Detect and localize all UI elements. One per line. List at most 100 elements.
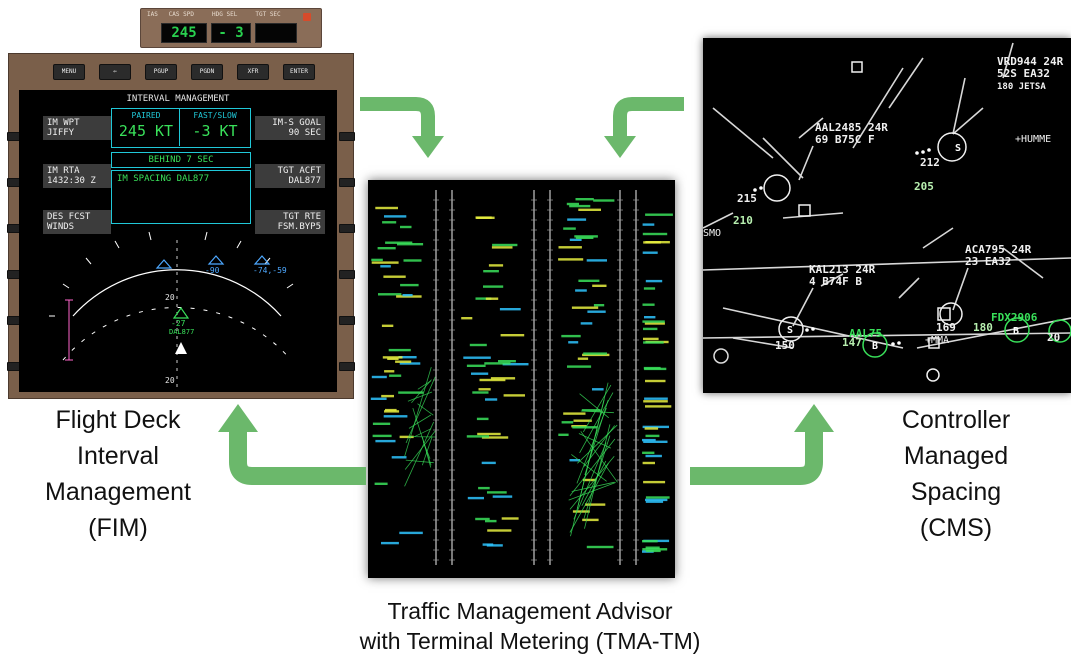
lsk-right-5[interactable] [339,316,355,325]
lsk-right-3[interactable] [339,224,355,233]
arrow-cms-to-tma [613,97,684,138]
svg-text:S: S [955,143,961,154]
tag-data: 23 EA32 [965,255,1012,268]
caption-line: Flight Deck [55,406,181,434]
field-value: JIFFY [47,128,75,138]
caption-line: Managed [903,442,1009,470]
green-aircraft-tag[interactable]: AAL75 [849,327,883,340]
menu-key[interactable]: MENU [53,64,85,80]
waypoint-label: +HUMME [1015,134,1052,145]
speed-readout: 147 [842,336,862,349]
paired-speed-value: 245 KT [118,122,174,140]
lsk-right-4[interactable] [339,270,355,279]
arrow-cms-to-tma-head [604,136,636,158]
fim-title: INTERVAL MANAGEMENT [126,94,230,104]
tag-data: 52S EA32 [997,67,1050,80]
mcp-offset-window: - 3 [211,23,251,43]
traffic-label: -90 [205,266,220,275]
caption-line: (CMS) [919,514,993,542]
field-label: IM-S GOAL [272,118,321,128]
caption-line: (FIM) [88,514,148,542]
waypoint-label: SMO [703,228,722,239]
arrow-fim-to-tma [360,97,435,138]
tma-caption: Traffic Management Advisor with Terminal… [270,596,790,656]
svg-text:B: B [872,341,878,352]
enter-key[interactable]: ENTER [283,64,315,80]
cdu-top-keys: MENU ⇐ PGUP PGDN XFR ENTER [33,64,329,82]
arrow-fim-to-tma-head [412,136,444,158]
mode-control-panel: IAS CAS SPD HDG SEL TGT SEC 245 - 3 [140,8,322,48]
svg-text:B: B [1013,326,1019,337]
speed-readout: 205 [914,180,934,193]
caption-line: Controller [901,406,1011,434]
page-up-key[interactable]: PGUP [145,64,177,80]
cms-radar-graphics: S S B B [703,42,1071,382]
caption-line: Spacing [910,478,1002,506]
lsk-right-1[interactable] [339,132,355,141]
lsk-right-2[interactable] [339,178,355,187]
arrow-tma-to-cms-head [794,404,834,432]
arrow-tma-to-cms [690,430,823,485]
tag-data: 180 JETSA [997,82,1046,92]
range-mark: 20 [165,376,175,385]
arrow-tma-to-fim-head [218,404,258,432]
page-down-key[interactable]: PGDN [191,64,223,80]
lsk-right-6[interactable] [339,362,355,371]
cms-caption: Controller Managed Spacing (CMS) [856,402,1056,546]
tag-callsign: KAL213 24R [809,263,876,276]
back-key[interactable]: ⇐ [99,64,131,80]
tag-callsign: VRD944 24R [997,55,1064,68]
altitude-readout: 215 [737,192,757,205]
field-label: TGT RTE [283,212,321,222]
behind-status: BEHIND 7 SEC [148,155,214,165]
mcp-labels: IAS CAS SPD HDG SEL TGT SEC [147,11,281,18]
caption-line: Interval [77,442,159,470]
fim-cdu-display: MENU ⇐ PGUP PGDN XFR ENTER INTERVAL MANA… [7,53,355,399]
field-value: FSM.BYP5 [277,222,321,232]
altitude-readout: 150 [775,339,795,352]
caption-line: with Terminal Metering (TMA-TM) [359,628,701,654]
speed-readout: 210 [733,214,753,227]
target-traffic-label: -27 [171,319,186,328]
field-value: WINDS [47,222,75,232]
field-label: DES FCST [47,212,91,222]
altitude-readout: 169 [936,321,956,334]
traffic-label: -74,-59 [253,266,287,275]
tma-timeline-graphics [370,190,673,565]
fim-screen: INTERVAL MANAGEMENT PAIRED 245 KT FAST/S… [19,90,337,392]
tag-data: 69 B75C F [815,133,875,146]
im-spacing-target: IM SPACING DAL877 [117,174,210,184]
tag-callsign: ACA795 24R [965,243,1032,256]
target-traffic-callsign: DAL877 [169,328,195,336]
speed-readout: 180 [973,321,993,334]
mcp-speed-window: 245 [161,23,207,43]
behind-box [111,152,251,168]
speed-box [111,108,251,148]
speed-readout: 20 [1047,331,1061,344]
tag-callsign: AAL2485 24R [815,121,888,134]
altitude-readout: 212 [920,156,940,169]
tag-data: 4 B74F B [809,275,862,288]
field-label: IM RTA [47,166,80,176]
caption-line: Management [45,478,191,506]
field-label: TGT ACFT [277,166,321,176]
waypoint-label: +MMA [925,335,950,346]
caption-line: Traffic Management Advisor [387,598,673,624]
paired-label: PAIRED [131,111,161,120]
arrow-tma-to-fim [229,430,366,485]
nav-display-arcs [49,231,294,390]
xfr-key[interactable]: XFR [237,64,269,80]
green-aircraft-tag[interactable]: FDX2906 [991,311,1038,324]
field-value: 90 SEC [288,128,321,138]
